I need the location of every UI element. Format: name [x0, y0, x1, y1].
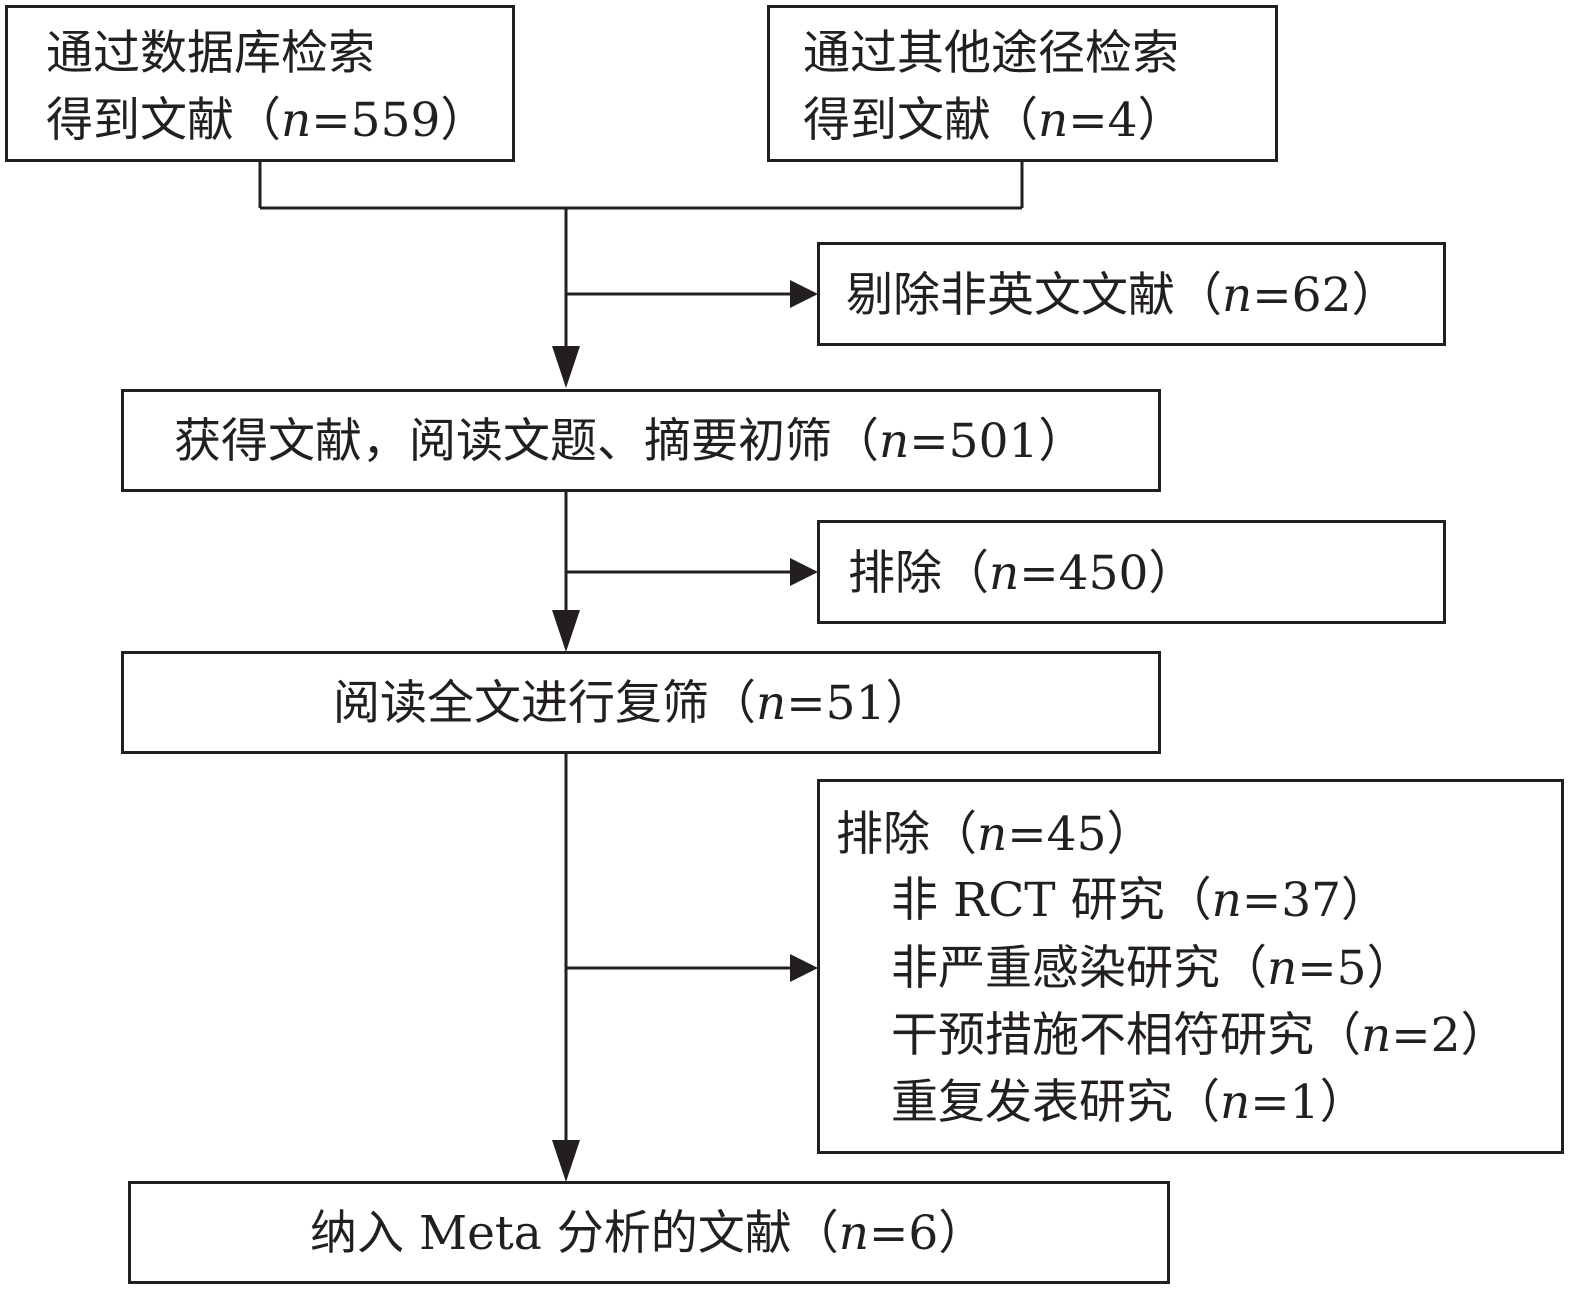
- n-symbol: n: [989, 546, 1020, 601]
- arrowhead-right-45: [790, 954, 818, 982]
- n-symbol: n: [281, 93, 312, 148]
- fulltext-screening-prefix: 阅读全文进行复筛（: [333, 676, 756, 731]
- arrowhead-down-3: [552, 1140, 580, 1182]
- other-sources-box: 通过其他途径检索 得到文献（n=4）: [767, 5, 1278, 162]
- exclude-450-prefix: 排除（: [848, 546, 989, 601]
- reason-non-severe-infection: 非严重感染研究（n=5）: [891, 945, 1414, 992]
- other-sources-count: =4）: [1068, 93, 1185, 148]
- included-box: 纳入 Meta 分析的文献（n=6）: [128, 1181, 1170, 1284]
- exclude-45-box: 排除（n=45） 非 RCT 研究（n=37） 非严重感染研究（n=5） 干预措…: [817, 779, 1564, 1154]
- initial-screening-box: 获得文献，阅读文题、摘要初筛（n=501）: [121, 389, 1161, 492]
- reason-non-severe-infection-count: =5）: [1297, 941, 1414, 996]
- exclude-non-english-box: 剔除非英文文献（n=62）: [817, 242, 1446, 346]
- fulltext-screening-text: 阅读全文进行复筛（n=51）: [333, 680, 932, 727]
- reason-duplicate-publication-label: 重复发表研究（: [891, 1075, 1220, 1130]
- initial-screening-prefix: 获得文献，阅读文题、摘要初筛（: [174, 414, 879, 469]
- database-search-prefix: 得到文献（: [46, 93, 281, 148]
- reason-non-rct-label: 非 RCT 研究（: [891, 873, 1212, 928]
- reason-duplicate-publication: 重复发表研究（n=1）: [891, 1079, 1367, 1126]
- n-symbol: n: [1267, 941, 1298, 996]
- reason-duplicate-publication-count: =1）: [1250, 1075, 1367, 1130]
- arrowhead-down-2: [552, 610, 580, 652]
- reason-non-rct: 非 RCT 研究（n=37）: [891, 877, 1388, 924]
- database-search-line2: 得到文献（n=559）: [46, 97, 487, 144]
- n-symbol: n: [1222, 268, 1253, 323]
- exclude-45-heading-count: =45）: [1007, 807, 1154, 862]
- arrowhead-right-62: [790, 280, 818, 308]
- arrowhead-right-450: [790, 558, 818, 586]
- included-text: 纳入 Meta 分析的文献（n=6）: [310, 1210, 985, 1257]
- exclude-45-heading: 排除（n=45）: [836, 811, 1153, 858]
- reason-intervention-mismatch: 干预措施不相符研究（n=2）: [891, 1012, 1508, 1059]
- other-sources-line2: 得到文献（n=4）: [803, 97, 1185, 144]
- reason-non-rct-count: =37）: [1241, 873, 1389, 928]
- initial-screening-count: =501）: [909, 414, 1086, 469]
- included-count: =6）: [869, 1206, 986, 1261]
- exclude-non-english-text: 剔除非英文文献（n=62）: [846, 272, 1398, 319]
- n-symbol: n: [756, 676, 787, 731]
- exclude-450-text: 排除（n=450）: [848, 550, 1195, 597]
- reason-intervention-mismatch-label: 干预措施不相符研究（: [891, 1008, 1361, 1063]
- database-search-count: =559）: [311, 93, 488, 148]
- n-symbol: n: [1220, 1075, 1251, 1130]
- other-sources-line1: 通过其他途径检索: [803, 26, 1179, 81]
- included-prefix: 纳入 Meta 分析的文献（: [310, 1206, 839, 1261]
- n-symbol: n: [1361, 1008, 1392, 1063]
- initial-screening-text: 获得文献，阅读文题、摘要初筛（n=501）: [174, 418, 1085, 465]
- fulltext-screening-count: =51）: [786, 676, 933, 731]
- reason-intervention-mismatch-count: =2）: [1391, 1008, 1508, 1063]
- n-symbol: n: [838, 1206, 870, 1261]
- n-symbol: n: [1211, 873, 1242, 928]
- n-symbol: n: [879, 414, 910, 469]
- other-sources-prefix: 得到文献（: [803, 93, 1038, 148]
- exclude-non-english-prefix: 剔除非英文文献（: [846, 268, 1222, 323]
- exclude-450-box: 排除（n=450）: [817, 520, 1446, 624]
- exclude-450-count: =450）: [1019, 546, 1196, 601]
- arrowhead-down-1: [552, 346, 580, 388]
- reason-non-severe-infection-label: 非严重感染研究（: [891, 941, 1267, 996]
- database-search-line1: 通过数据库检索: [46, 26, 375, 81]
- fulltext-screening-box: 阅读全文进行复筛（n=51）: [121, 651, 1161, 754]
- database-search-box: 通过数据库检索 得到文献（n=559）: [5, 5, 515, 162]
- exclude-non-english-count: =62）: [1252, 268, 1399, 323]
- n-symbol: n: [1038, 93, 1069, 148]
- n-symbol: n: [977, 807, 1008, 862]
- exclude-45-heading-prefix: 排除（: [836, 807, 977, 862]
